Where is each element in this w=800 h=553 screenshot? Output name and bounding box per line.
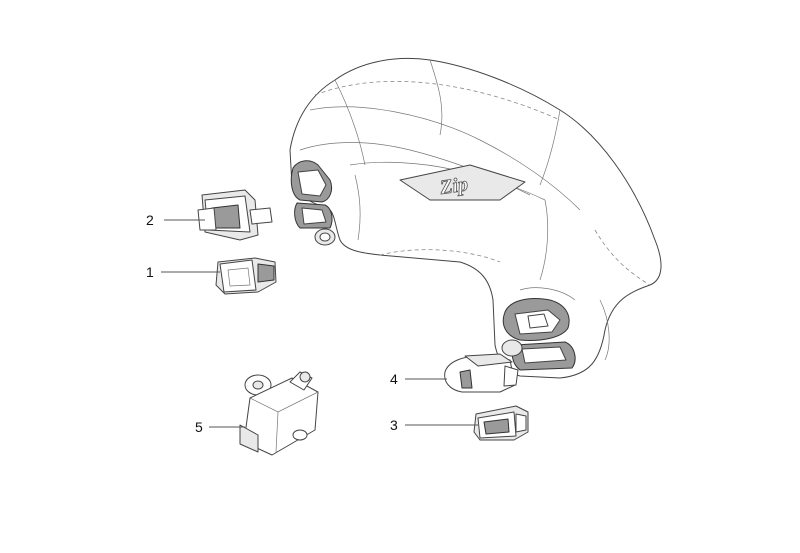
part-4-switch — [444, 353, 519, 393]
callout-1: 1 — [146, 264, 154, 280]
callout-4: 4 — [390, 371, 398, 387]
callout-5: 5 — [195, 419, 203, 435]
callout-3: 3 — [390, 417, 398, 433]
handlebar-cover: Zip — [289, 57, 662, 379]
callout-2: 2 — [146, 212, 154, 228]
part-1-switch — [215, 257, 277, 295]
part-5-switch — [239, 371, 319, 456]
logo-text: Zip — [438, 173, 470, 199]
part-2-switch — [197, 189, 273, 241]
part-3-switch — [473, 405, 529, 441]
